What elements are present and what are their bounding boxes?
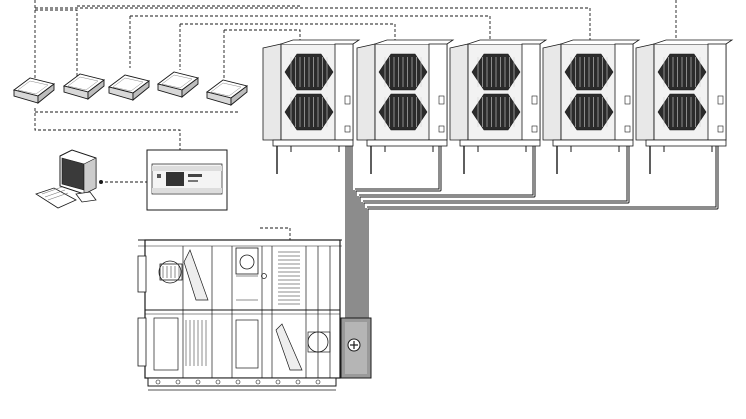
connector-dot	[99, 180, 103, 184]
outdoor-units-row	[262, 39, 734, 174]
control-wire-9	[34, 108, 181, 150]
refrigerant-line-5	[361, 140, 630, 318]
condenser-unit-icon	[542, 39, 641, 174]
condenser-unit-icon	[635, 39, 734, 174]
control-wire-5	[129, 15, 491, 68]
monitor-screen	[61, 157, 85, 191]
condenser-unit-icon	[262, 39, 361, 174]
control-wire-2	[35, 9, 78, 76]
ahu-base	[147, 377, 337, 387]
supply-fan-motor	[158, 260, 182, 284]
plc-controller-icon	[146, 149, 228, 211]
control-wiring	[34, 0, 677, 240]
condenser-unit-icon	[356, 39, 455, 174]
junction-box-icon	[340, 317, 372, 379]
controller-icon	[107, 74, 151, 101]
monitor-stand	[75, 191, 97, 203]
controller-icon	[156, 71, 200, 98]
control-wire-3	[35, 7, 591, 46]
condenser-unit-icon	[449, 39, 548, 174]
wall-controllers-row	[12, 71, 249, 106]
control-wire-12	[260, 227, 291, 240]
controller-icon	[12, 77, 56, 104]
controller-icon	[205, 79, 249, 106]
air-handling-unit-icon	[137, 239, 342, 391]
control-wire-6	[179, 23, 396, 70]
controller-icon	[62, 73, 106, 100]
refrigerant-line-4	[357, 140, 536, 318]
desktop-computer-icon	[35, 149, 103, 209]
keyboard	[35, 187, 77, 209]
refrigerant-line-6	[365, 140, 719, 318]
plc-display	[166, 172, 184, 186]
refrigerant-lines	[345, 138, 719, 318]
